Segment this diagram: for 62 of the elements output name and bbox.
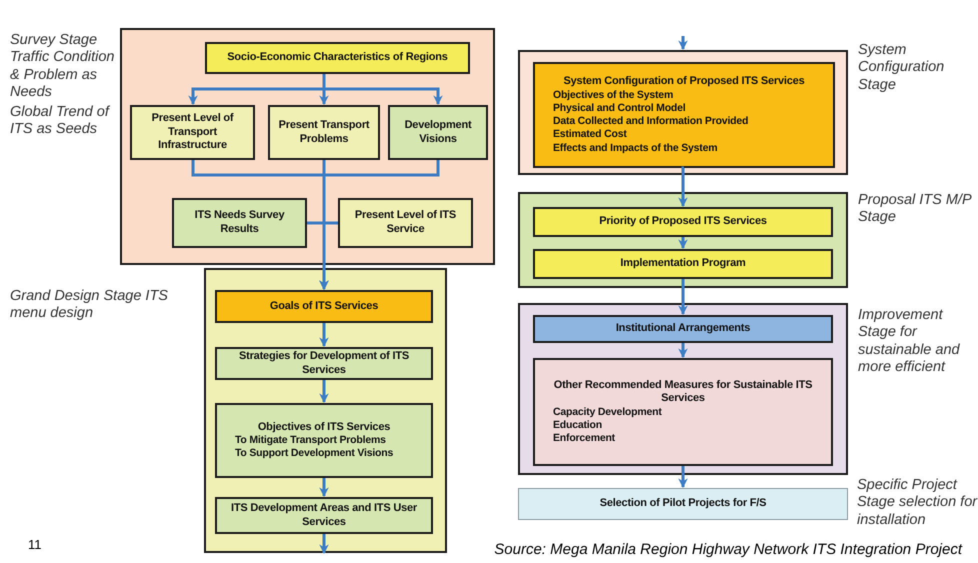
process-box: [533, 358, 833, 466]
stage-label: Improvement Stage for sustainable and more efficient: [858, 307, 961, 377]
list-item: Data Collected and Information Provided: [552, 115, 750, 128]
stage-label: Global Trend of ITS as Seeds: [10, 104, 112, 138]
process-box: [388, 105, 488, 160]
box-label: Goals of ITS Services: [268, 300, 380, 314]
arrow: [678, 237, 688, 249]
process-box: [533, 315, 833, 343]
arrow: [678, 36, 688, 50]
process-box: [533, 207, 833, 237]
box-label: ITS Needs Survey Results: [194, 209, 286, 237]
stage-label: System Configuration Stage: [858, 42, 946, 94]
arrow: [319, 323, 329, 347]
list-item: Education: [552, 419, 603, 432]
box-label: Objectives of ITS Services: [256, 420, 392, 434]
list-item: Physical and Control Model: [552, 102, 686, 116]
process-box: [215, 290, 433, 323]
arrow: [319, 478, 329, 497]
arrow: [678, 466, 688, 488]
box-label: Priority of Proposed ITS Services: [598, 215, 768, 229]
process-box: [215, 403, 433, 478]
process-box: [338, 198, 473, 248]
stage-label: Survey Stage Traffic Condition & Problem as Needs: [10, 32, 116, 102]
box-label: Socio-Economic Characteristics of Regions: [226, 51, 449, 65]
page-number: 11: [28, 537, 42, 552]
process-box: [172, 198, 307, 248]
arrow: [678, 279, 688, 315]
process-box: [205, 42, 470, 74]
box-label: Institutional Arrangements: [614, 322, 752, 336]
process-box: [533, 249, 833, 279]
box-label: Present Level of Transport Infrastructure: [150, 112, 234, 154]
list-item: To Mitigate Transport Problems: [234, 434, 387, 448]
box-label: Present Level of ITS Service: [354, 209, 458, 237]
box-label: System Configuration of Proposed ITS Services: [562, 75, 806, 90]
list-item: Objectives of the System: [552, 89, 674, 102]
box-label: ITS Development Areas and ITS User Services: [230, 502, 418, 530]
list-item: To Support Development Visions: [234, 447, 394, 460]
process-box: [533, 62, 835, 168]
stage-label: Grand Design Stage ITS menu design: [10, 288, 169, 323]
list-item: Effects and Impacts of the System: [552, 142, 718, 155]
source-note: Source: Mega Manila Region Highway Network ITS Integration Project: [494, 541, 962, 558]
arrow: [319, 222, 338, 290]
arrow: [319, 534, 329, 554]
box-label: Present Transport Problems: [278, 118, 370, 146]
process-box: [215, 347, 433, 380]
arrow: [678, 343, 688, 358]
box-label: Strategies for Development of ITS Services: [238, 350, 410, 378]
arrow: [319, 380, 329, 403]
process-box: [215, 497, 433, 534]
box-label: Other Recommended Measures for Sustainable ITS Services: [552, 378, 814, 406]
box-label: Implementation Program: [619, 257, 747, 271]
process-box: [130, 105, 255, 160]
list-item: Enforcement: [552, 432, 616, 446]
arrow: [678, 166, 688, 207]
list-item: Capacity Development: [552, 406, 663, 420]
stage-label: Specific Project Stage selection for installation: [857, 477, 978, 530]
process-box: [268, 105, 380, 160]
arrow: [322, 74, 443, 105]
list-item: Estimated Cost: [552, 128, 628, 142]
stage-label: Proposal ITS M/P Stage: [858, 192, 972, 227]
box-label: Selection of Pilot Projects for F/S: [598, 497, 768, 511]
box-label: Development Visions: [404, 118, 472, 146]
